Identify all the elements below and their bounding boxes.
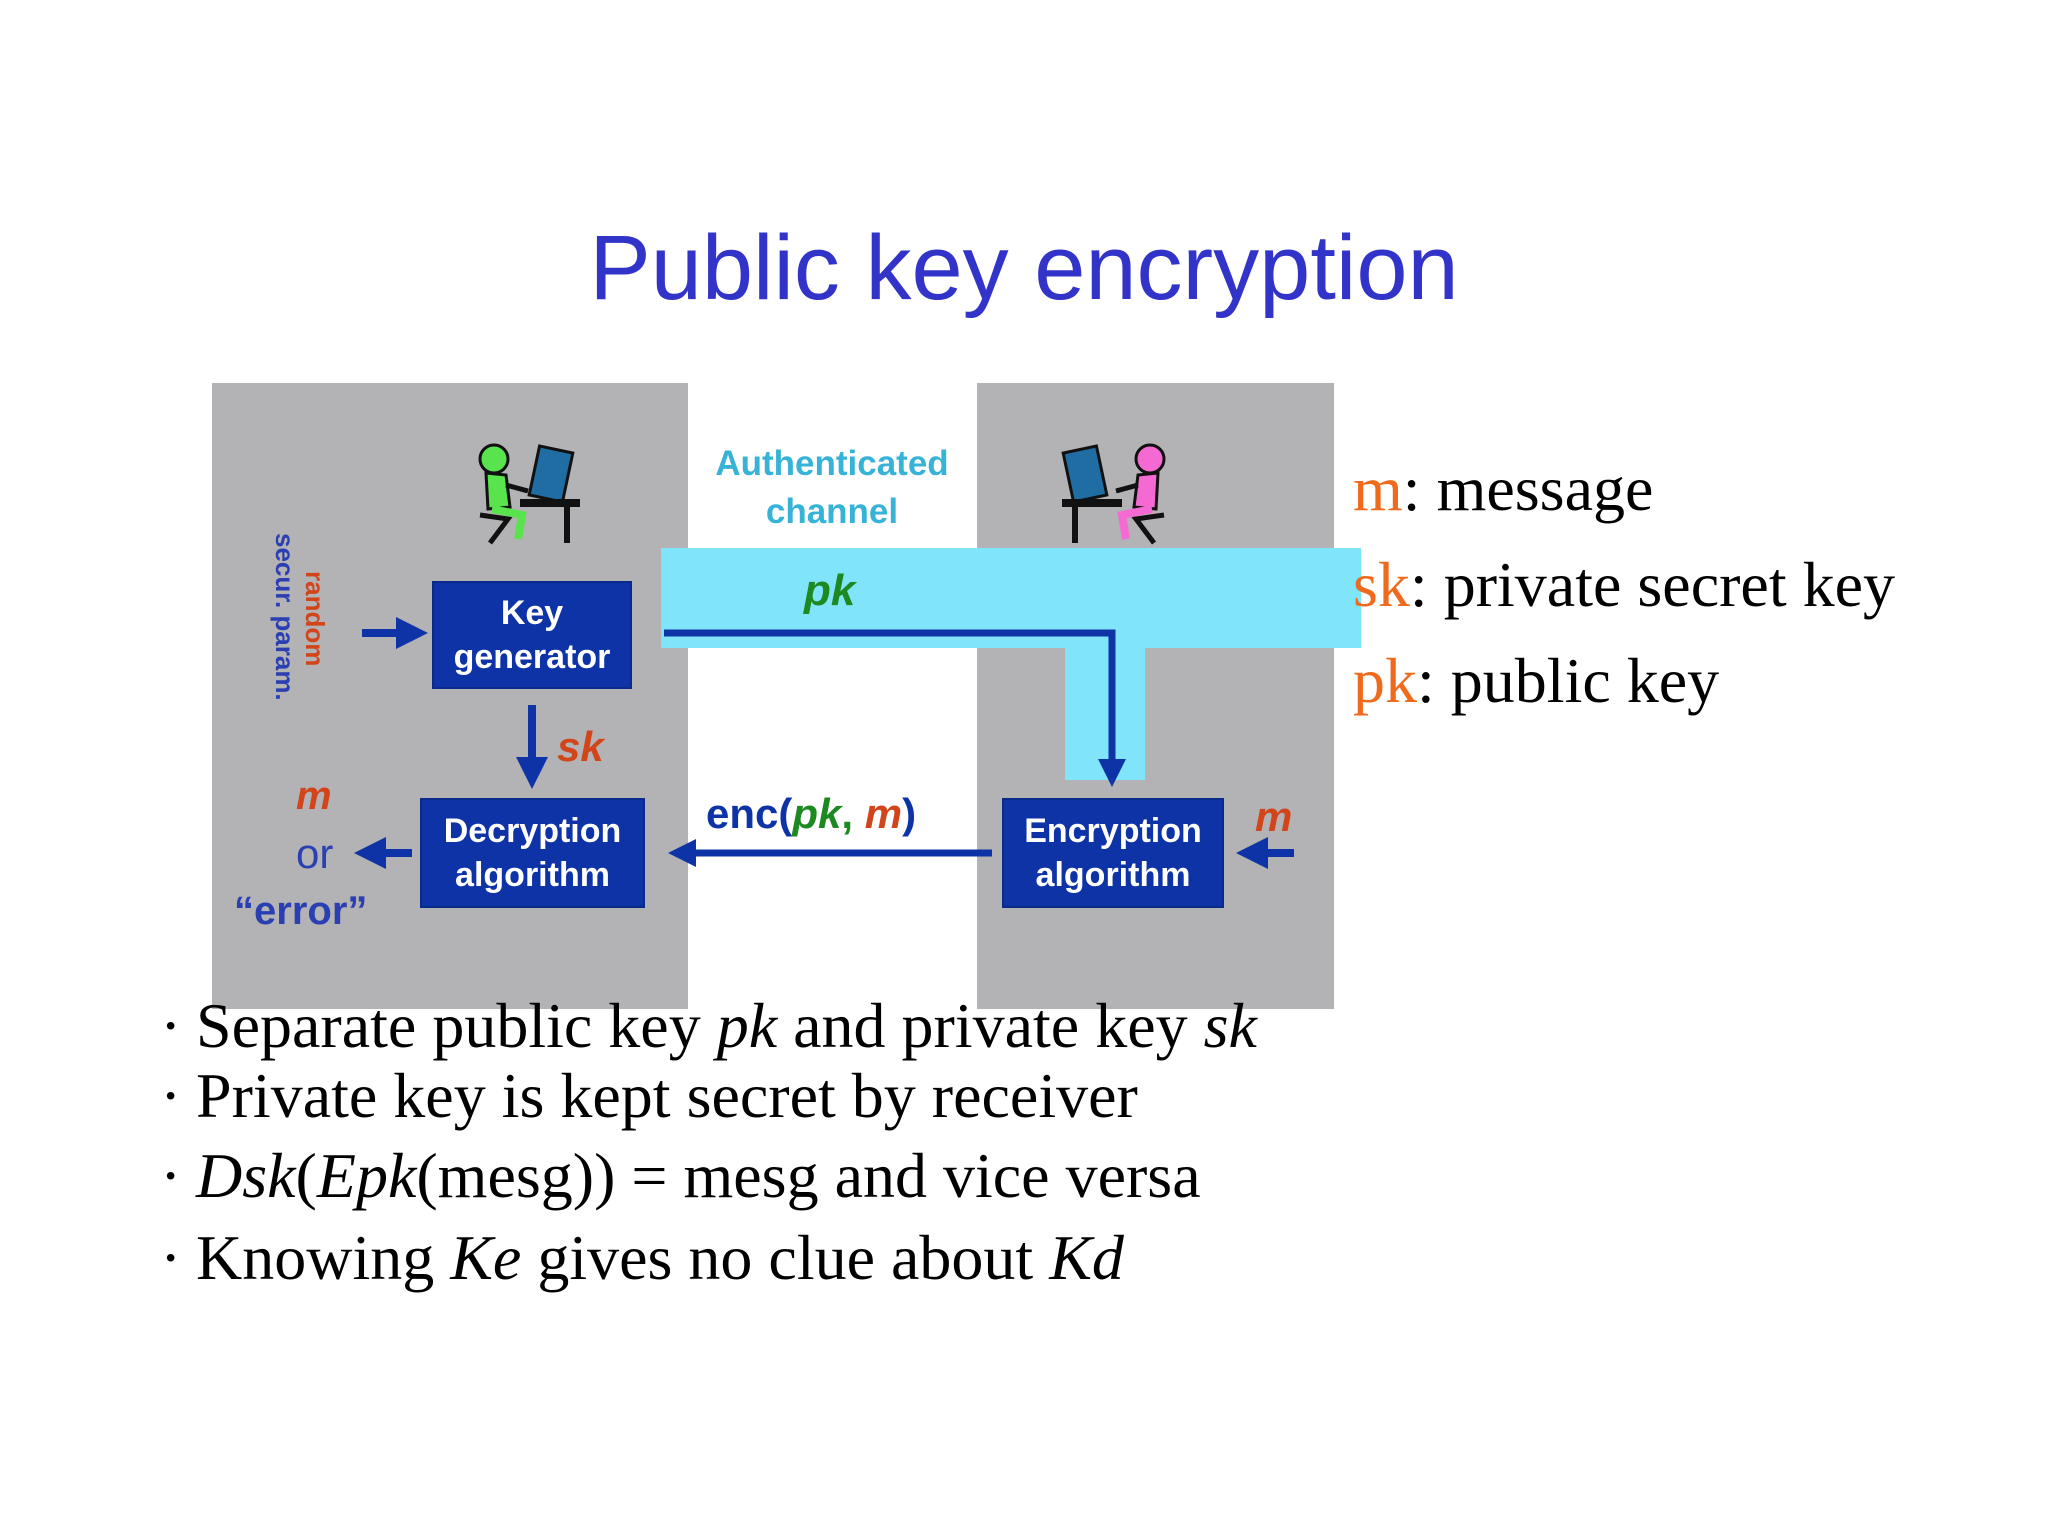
slide-title: Public key encryption <box>589 217 1459 319</box>
pk-channel-label: pk <box>804 566 856 615</box>
arrows-layer <box>354 617 1294 869</box>
encryption-line1: Encryption <box>1024 812 1202 850</box>
enc-prefix: enc( <box>706 790 793 837</box>
bullet-item-3: ·Dsk(Epk(mesg)) = mesg and vice versa <box>160 1144 1201 1208</box>
bullet-text: and private key <box>777 990 1204 1061</box>
encryption-line2: algorithm <box>1035 856 1191 894</box>
legend-key-m: m <box>1353 453 1403 524</box>
bullet-italic: sk <box>1203 990 1257 1061</box>
bullet-dot: · <box>160 1140 182 1211</box>
enc-suffix: ) <box>902 790 917 837</box>
enc-comma: , <box>841 790 865 837</box>
bullet-dot: · <box>160 1060 182 1131</box>
bullet-text: gives no clue about <box>521 1222 1050 1293</box>
legend-item-pk: pk: public key <box>1353 633 1895 729</box>
legend: m: message sk: private secret key pk: pu… <box>1353 441 1895 729</box>
legend-text-pk: : public key <box>1417 645 1720 716</box>
random-input-label: random <box>300 571 330 667</box>
enc-m: m <box>864 790 903 837</box>
legend-text-m: : message <box>1402 453 1654 524</box>
channel-label-line2: channel <box>765 492 899 531</box>
bullet-text: Private key is kept secret by receiver <box>196 1060 1138 1131</box>
legend-key-pk: pk <box>1353 645 1417 716</box>
key-generator-box: Key generator <box>432 581 632 689</box>
bullet-item-1: ·Separate public key pk and private key … <box>160 994 1257 1058</box>
channel-band-vertical <box>1065 648 1145 780</box>
bullet-text: Knowing <box>196 1222 451 1293</box>
pk-arrow <box>664 629 1126 787</box>
key-generator-line1: Key <box>500 594 564 632</box>
bullet-text: (mesg)) = mesg and vice versa <box>416 1140 1201 1211</box>
bullet-item-2: ·Private key is kept secret by receiver <box>160 1064 1138 1128</box>
bullet-italic: Kd <box>1049 1222 1124 1293</box>
bullet-dot: · <box>160 1222 182 1293</box>
security-param-label: secur. param. <box>270 533 300 701</box>
legend-text-sk: : private secret key <box>1409 549 1895 620</box>
bullet-text: Separate public key <box>196 990 717 1061</box>
bullet-italic: Dsk <box>196 1140 296 1211</box>
legend-item-m: m: message <box>1353 441 1895 537</box>
pke-diagram: Authenticated channel Key generator Decr… <box>212 383 1361 1009</box>
ciphertext-label: enc(pk, m) <box>706 793 916 835</box>
enc-pk: pk <box>792 790 842 837</box>
m-input-label: m <box>1255 793 1293 840</box>
legend-item-sk: sk: private secret key <box>1353 537 1895 633</box>
encryption-algorithm-box: Encryption algorithm <box>1002 798 1224 908</box>
channel-label-line1: Authenticated <box>715 444 949 483</box>
channel-label: Authenticated channel <box>687 440 977 536</box>
sk-label: sk <box>557 723 604 770</box>
key-generator-line2: generator <box>453 638 611 676</box>
bullet-italic: pk <box>716 990 778 1061</box>
bullet-dot: · <box>160 990 182 1061</box>
bullet-item-4: ·Knowing Ke gives no clue about Kd <box>160 1226 1124 1290</box>
decryption-line2: algorithm <box>455 856 610 894</box>
output-m-label: m <box>296 774 332 818</box>
decryption-algorithm-box: Decryption algorithm <box>420 798 645 908</box>
bullet-italic: Ke <box>450 1222 522 1293</box>
decryption-line1: Decryption <box>443 812 622 850</box>
output-error-label: “error” <box>234 889 368 933</box>
bullet-text: ( <box>295 1140 317 1211</box>
legend-key-sk: sk <box>1353 549 1410 620</box>
receiver-at-computer-icon <box>1061 443 1166 545</box>
sender-at-computer-icon <box>478 443 580 545</box>
bullet-italic: Epk <box>316 1140 417 1211</box>
output-or-label: or <box>296 830 334 877</box>
